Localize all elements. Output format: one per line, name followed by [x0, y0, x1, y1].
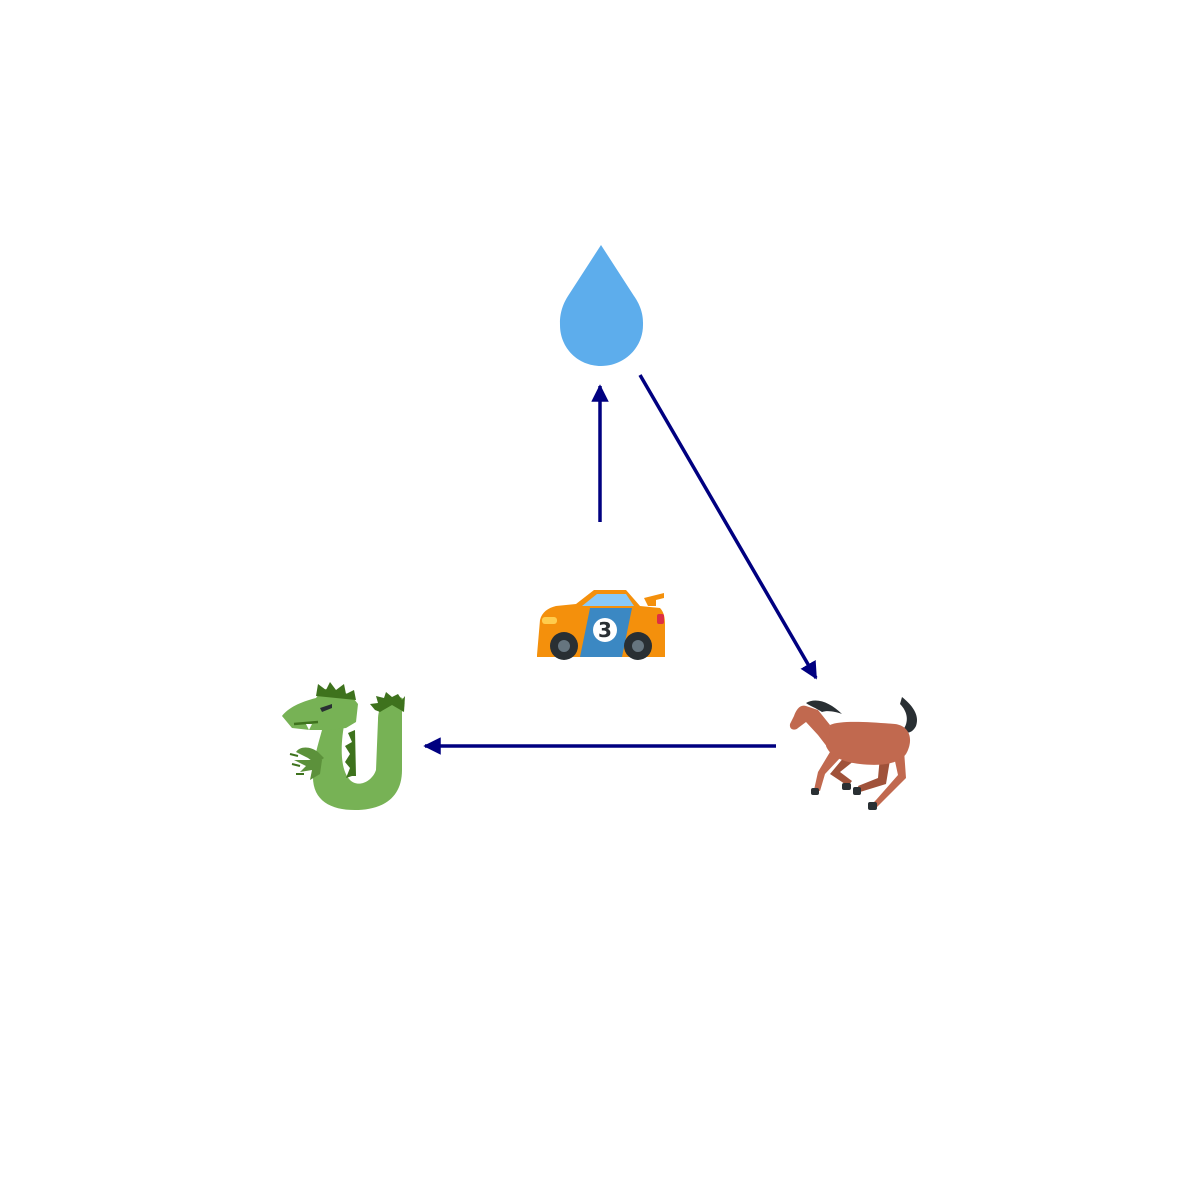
arrow-drop-to-horse — [638, 374, 818, 680]
race-car-number: 3 — [598, 618, 612, 642]
racing-horse-icon — [789, 697, 918, 810]
droplet-icon — [559, 245, 644, 366]
racing-car-icon: 3 — [537, 590, 665, 660]
dragon-icon — [282, 682, 405, 810]
